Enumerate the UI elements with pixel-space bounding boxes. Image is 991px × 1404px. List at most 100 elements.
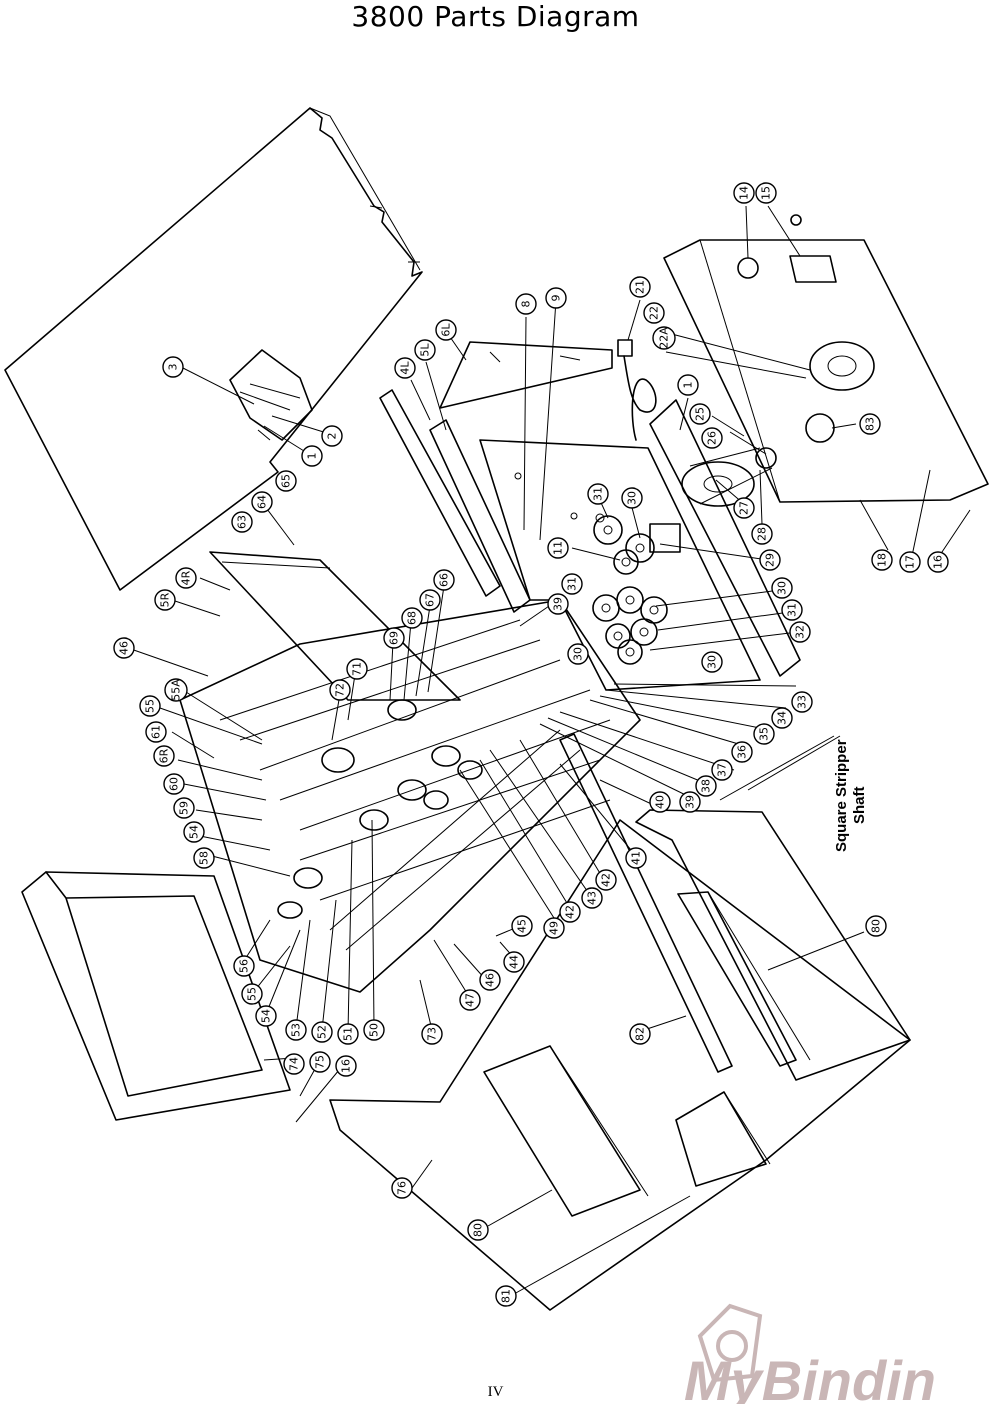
callout-label: 67 — [424, 593, 437, 607]
callout-c82: 82 — [629, 1023, 651, 1045]
callout-c40: 40 — [649, 791, 671, 813]
callout-c46a: 46 — [113, 637, 135, 659]
callout-circle — [865, 915, 887, 937]
callout-circle — [193, 847, 215, 869]
callout-c6r: 6R — [153, 745, 175, 767]
stripper-shaft — [559, 733, 733, 1073]
callout-label: 30 — [706, 655, 719, 669]
callout-label: 64 — [256, 495, 269, 509]
callout-c68: 68 — [401, 607, 423, 629]
callout-circle — [346, 658, 368, 680]
callout-circle — [255, 1005, 277, 1027]
callout-label: 1 — [682, 382, 695, 389]
callout-circle — [401, 607, 423, 629]
gear-train — [592, 515, 668, 665]
callout-label: 37 — [716, 763, 729, 777]
callout-c75: 75 — [309, 1051, 331, 1073]
callout-circle — [731, 741, 753, 763]
callout-circle — [679, 791, 701, 813]
callout-c46b: 46 — [479, 969, 501, 991]
callout-circle — [759, 549, 781, 571]
callout-c36: 36 — [731, 741, 753, 763]
callout-c55c: 55 — [241, 983, 263, 1005]
callout-c74: 74 — [283, 1053, 305, 1075]
callout-c73: 73 — [421, 1023, 443, 1045]
callout-c8: 8 — [515, 293, 537, 315]
callout-circle — [781, 599, 803, 621]
callout-label: 72 — [334, 683, 347, 697]
callout-c49: 49 — [543, 917, 565, 939]
callout-label: 58 — [198, 851, 211, 865]
callout-c5r: 5R — [154, 589, 176, 611]
callout-circle — [751, 523, 773, 545]
callout-c1a: 1 — [301, 445, 323, 467]
page-number: IV — [487, 1384, 504, 1400]
callout-c59: 59 — [173, 797, 195, 819]
callout-circle — [567, 643, 589, 665]
callout-label: 9 — [550, 295, 563, 302]
callout-label: 55A — [170, 679, 183, 701]
callout-circle — [241, 983, 263, 1005]
callout-label: 34 — [776, 711, 789, 725]
callout-circle — [871, 549, 893, 571]
callout-label: 82 — [634, 1027, 647, 1041]
callout-circle — [283, 1053, 305, 1075]
callout-circle — [899, 551, 921, 573]
callout-c42a: 42 — [595, 869, 617, 891]
callout-label: 14 — [738, 186, 751, 200]
callout-label: 35 — [758, 727, 771, 741]
leader-lines — [127, 205, 971, 1295]
callout-label: 22A — [658, 327, 671, 349]
callout-circle — [251, 491, 273, 513]
callout-c5l: 5L — [414, 339, 436, 361]
callout-c30b: 30 — [771, 577, 793, 599]
callout-circle — [383, 627, 405, 649]
callout-circle — [755, 182, 777, 204]
callout-circle — [495, 1285, 517, 1307]
callout-label: 5R — [159, 592, 172, 607]
right-rail-4l — [379, 389, 531, 613]
callout-circle — [503, 951, 525, 973]
callout-c22: 22 — [643, 302, 665, 324]
callout-label: 51 — [342, 1027, 355, 1041]
callout-c83: 83 — [859, 413, 881, 435]
callout-circle — [164, 678, 188, 702]
callout-label: 4R — [180, 570, 193, 585]
callout-circle — [621, 487, 643, 509]
callout-label: 74 — [288, 1057, 301, 1071]
callout-label: 30 — [572, 647, 585, 661]
callout-c35: 35 — [753, 723, 775, 745]
callout-circle — [771, 707, 793, 729]
callout-label: 80 — [472, 1223, 485, 1237]
top-cover-panel — [4, 107, 423, 591]
callout-label: 30 — [776, 581, 789, 595]
callout-circle — [275, 470, 297, 492]
callout-c16a: 16 — [927, 551, 949, 573]
callout-c51: 51 — [337, 1023, 359, 1045]
callout-label: 36 — [736, 745, 749, 759]
callout-label: 49 — [548, 921, 561, 935]
callout-c2: 2 — [321, 425, 343, 447]
callout-c80b: 80 — [467, 1219, 489, 1241]
callout-c29: 29 — [759, 549, 781, 571]
callout-label: 4L — [399, 361, 412, 375]
callout-circle — [311, 1021, 333, 1043]
callout-c9: 9 — [545, 287, 567, 309]
callout-label: 6R — [158, 748, 171, 763]
callout-label: 55 — [144, 699, 157, 713]
callout-label: 38 — [700, 779, 713, 793]
callout-c56: 56 — [233, 955, 255, 977]
callout-c14: 14 — [733, 182, 755, 204]
callout-label: 68 — [406, 611, 419, 625]
callout-circle — [629, 1023, 651, 1045]
callout-c26: 26 — [701, 427, 723, 449]
callout-circle — [701, 651, 723, 673]
callout-circle — [547, 537, 569, 559]
callout-c61: 61 — [145, 721, 167, 743]
callout-circle — [771, 577, 793, 599]
callout-circle — [859, 413, 881, 435]
callout-label: 65 — [280, 474, 293, 488]
callout-label: 80 — [870, 919, 883, 933]
callout-circle — [701, 427, 723, 449]
